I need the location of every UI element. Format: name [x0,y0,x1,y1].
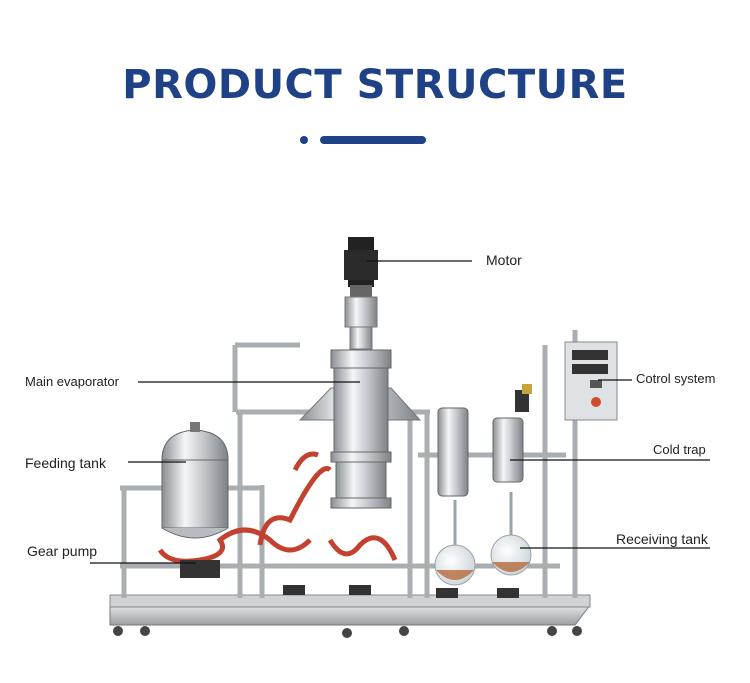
label-main-evaporator: Main evaporator [25,374,119,389]
label-cold-trap: Cold trap [653,442,706,457]
title-divider-dot [300,136,308,144]
cold-traps [437,384,532,497]
leader-lines [90,260,710,564]
control-box [564,341,618,421]
page-title: PRODUCT STRUCTURE [122,62,628,108]
label-motor: Motor [486,252,522,268]
caster-wheels [113,626,582,638]
label-receiving-tank: Receiving tank [616,531,708,547]
receiving-flasks [434,492,532,586]
label-gear-pump: Gear pump [27,543,98,559]
title-divider-bar [320,136,426,144]
base-plate [109,594,591,626]
main-evaporator [298,349,422,509]
pump-parts [180,560,519,598]
motor-unit [344,237,378,350]
label-feeding-tank: Feeding tank [25,455,106,471]
label-control-system: Cotrol system [636,371,716,386]
feeding-tank [161,422,229,539]
